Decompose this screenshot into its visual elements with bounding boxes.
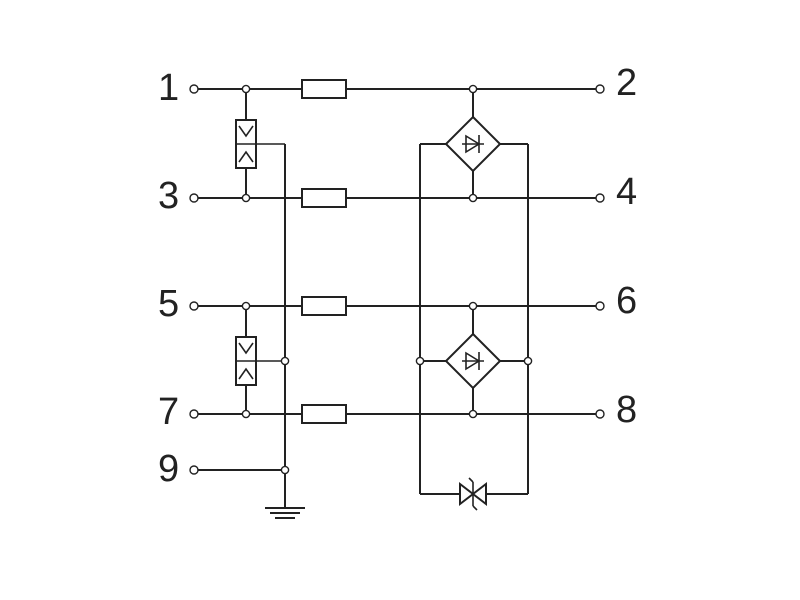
junction-nodes [241, 84, 533, 475]
diode-bridge-bottom [420, 306, 528, 414]
terminal-label-8: 8 [616, 389, 637, 431]
terminal-pins [189, 84, 605, 475]
tvs-diode [420, 477, 528, 511]
terminal-label-4: 4 [616, 171, 637, 213]
gas-discharge-tube-bottom [235, 306, 285, 414]
ground-bus [265, 144, 305, 519]
diode-bridge-top [420, 89, 528, 198]
resistor-2 [301, 188, 347, 208]
terminal-label-6: 6 [616, 280, 637, 322]
terminal-label-2: 2 [616, 62, 637, 104]
terminal-label-5: 5 [158, 283, 179, 325]
resistor-4 [301, 404, 347, 424]
terminal-label-3: 3 [158, 175, 179, 217]
terminal-label-1: 1 [158, 67, 179, 109]
resistor-3 [301, 296, 347, 316]
terminal-label-7: 7 [158, 391, 179, 433]
terminal-label-9: 9 [158, 448, 179, 490]
gas-discharge-tube-top [235, 89, 285, 198]
resistor-1 [301, 79, 347, 99]
